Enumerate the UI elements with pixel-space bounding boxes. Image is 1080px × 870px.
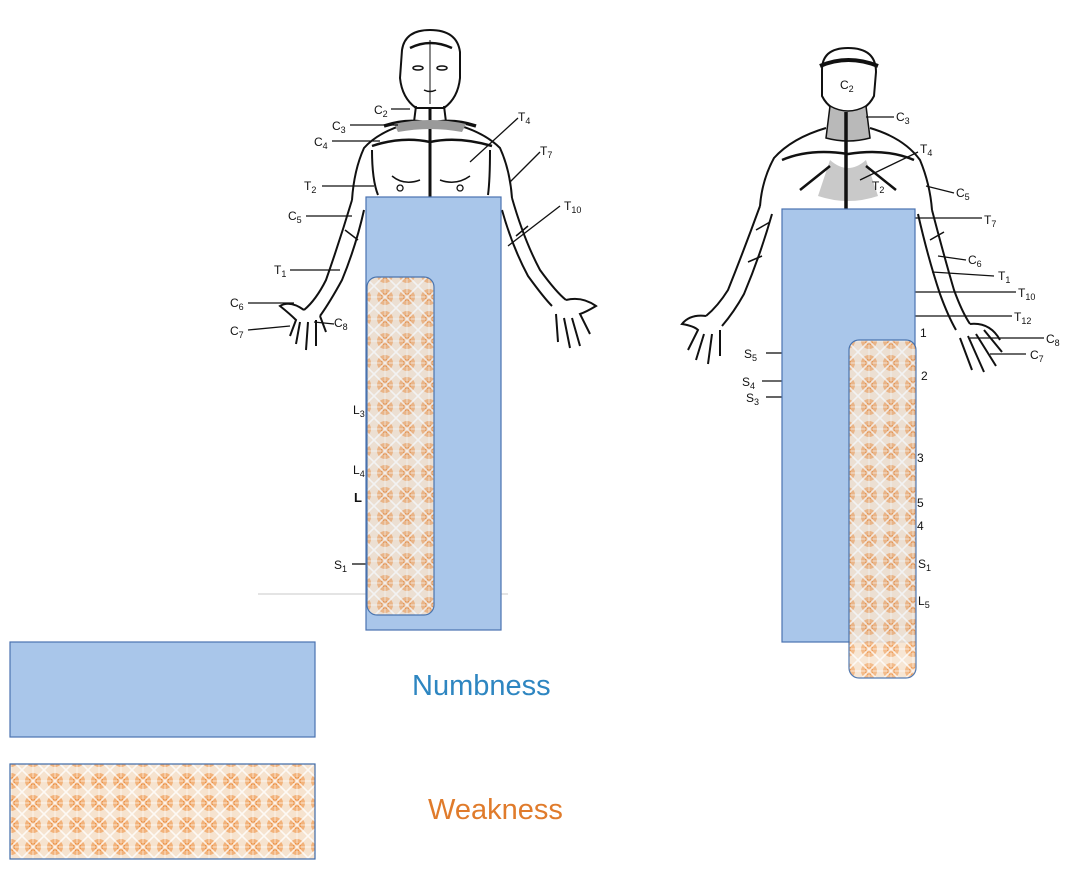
label-front-s1: S1 <box>334 558 347 574</box>
label-front-t2: T2 <box>304 179 316 195</box>
front-weakness-region <box>366 276 435 616</box>
label-back-t4: T4 <box>920 142 932 158</box>
label-back-l1: 1 <box>920 326 927 340</box>
label-front-t7: T7 <box>540 144 552 160</box>
label-front-c7: C7 <box>230 324 244 340</box>
back-weakness-region <box>848 339 917 679</box>
label-back-l2: 2 <box>921 369 928 383</box>
legend-numbness-label: Numbness <box>412 670 551 702</box>
label-back-c2: C2 <box>840 78 854 94</box>
legend-weakness-label: Weakness <box>428 794 563 826</box>
label-front-t10: T10 <box>564 199 581 215</box>
label-front-c3: C3 <box>332 119 346 135</box>
back-label-leaders <box>762 116 1044 398</box>
label-back-s3: S3 <box>746 391 759 407</box>
label-front-c5: C5 <box>288 209 302 225</box>
label-back-t12: T12 <box>1014 310 1031 326</box>
front-dermatome-labels: C2 C3 C4 T4 T7 T2 T10 C5 T1 C6 C7 C8 L3 … <box>230 103 581 574</box>
label-front-t1: T1 <box>274 263 286 279</box>
label-back-s5: S5 <box>744 347 757 363</box>
label-front-l4: L4 <box>353 463 365 479</box>
back-dermatome-labels: C2 C3 T4 T2 C5 T7 C6 T1 T10 T12 C8 C7 S5… <box>742 78 1060 610</box>
front-label-leaders <box>247 108 561 565</box>
label-back-l5-small: 5 <box>917 496 924 510</box>
label-back-c5: C5 <box>956 186 970 202</box>
label-back-l3: 3 <box>917 451 924 465</box>
legend-numbness-swatch <box>9 641 316 738</box>
label-front-c6: C6 <box>230 296 244 312</box>
label-front-c8: C8 <box>334 316 348 332</box>
back-body-figure <box>680 46 1003 373</box>
label-back-s4: S4 <box>742 375 755 391</box>
legend-weakness-swatch <box>9 763 316 860</box>
label-back-c3: C3 <box>896 110 910 126</box>
label-back-t10: T10 <box>1018 286 1035 302</box>
label-front-l5: L <box>354 490 362 505</box>
label-back-l5: L5 <box>918 594 930 610</box>
label-front-c4: C4 <box>314 135 328 151</box>
label-front-t4: T4 <box>518 110 530 126</box>
front-body-figure <box>258 28 598 595</box>
label-back-c8: C8 <box>1046 332 1060 348</box>
label-back-c6: C6 <box>968 253 982 269</box>
label-back-t1: T1 <box>998 269 1010 285</box>
label-back-c7: C7 <box>1030 348 1044 364</box>
label-back-s1: S1 <box>918 557 931 573</box>
label-back-t7: T7 <box>984 213 996 229</box>
label-back-l4: 4 <box>917 519 924 533</box>
label-front-c2: C2 <box>374 103 388 119</box>
label-back-t2: T2 <box>872 179 884 195</box>
label-front-l3: L3 <box>353 403 365 419</box>
